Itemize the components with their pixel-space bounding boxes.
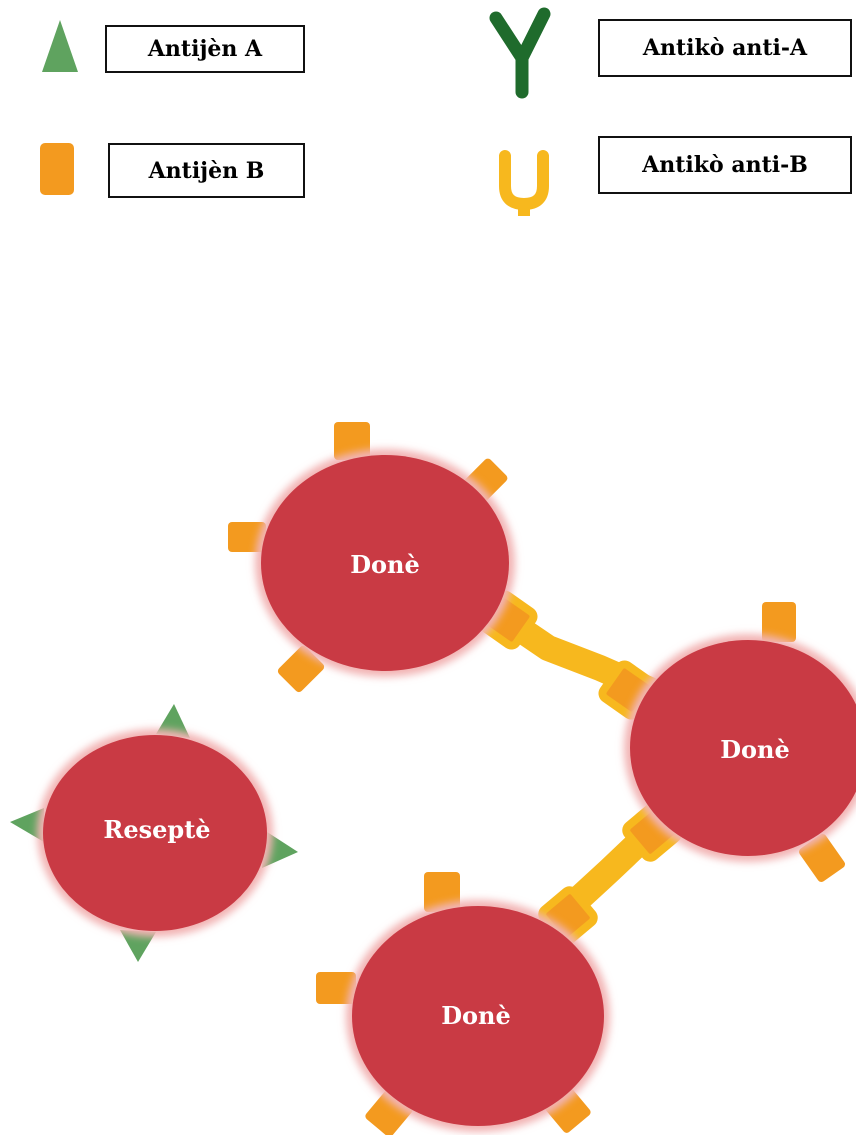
donor-cell-3: Donè xyxy=(316,872,610,1135)
antigen-b-marker xyxy=(334,422,370,460)
donor-label-1: Donè xyxy=(350,550,420,579)
u-antibody-anti-b-icon xyxy=(499,150,549,216)
square-antigen-b-icon xyxy=(40,143,74,195)
antigen-a-marker xyxy=(120,930,156,962)
legend-label-antigen-b: Antijèn B xyxy=(108,143,305,198)
antigen-b-marker xyxy=(316,972,356,1004)
donor-cell-1: Donè xyxy=(228,422,515,693)
antigen-a-marker xyxy=(10,808,44,842)
recipient-label: Reseptè xyxy=(103,815,210,844)
antibody-bridge-donor1-donor2 xyxy=(478,590,663,720)
donor-cell-2: Donè xyxy=(624,602,856,882)
recipient-cell: Reseptè xyxy=(10,704,298,962)
antigen-b-marker xyxy=(228,522,266,552)
antigen-b-marker xyxy=(762,602,796,642)
y-antibody-anti-a-icon xyxy=(489,7,551,99)
triangle-antigen-a-icon xyxy=(42,20,78,72)
legend-label-antibody-anti-b: Antikò anti-B xyxy=(598,136,852,194)
antigen-b-marker xyxy=(424,872,460,912)
legend-label-antibody-anti-a: Antikò anti-A xyxy=(598,19,852,77)
donor-label-3: Donè xyxy=(441,1001,511,1030)
legend-label-antigen-a: Antijèn A xyxy=(105,25,305,73)
donor-label-2: Donè xyxy=(720,735,790,764)
